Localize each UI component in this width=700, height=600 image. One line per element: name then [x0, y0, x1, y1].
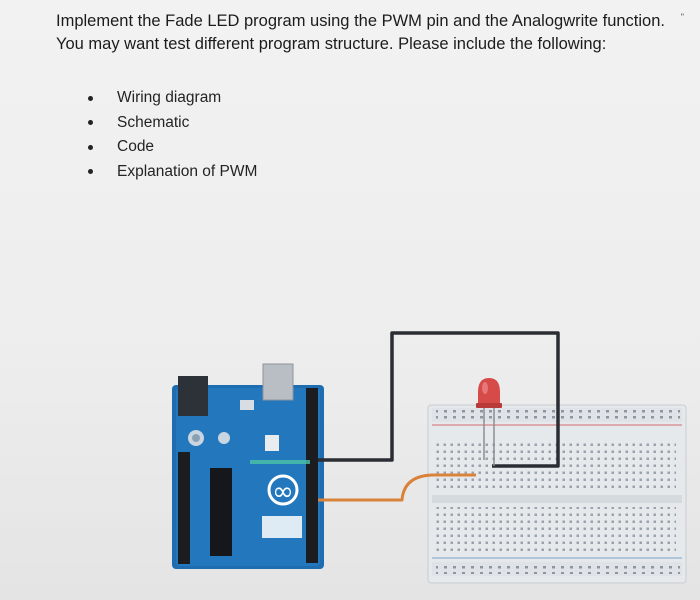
bullet-icon	[88, 169, 93, 175]
breadboard	[427, 404, 687, 584]
arduino-board: ∞	[172, 363, 324, 569]
wires	[318, 331, 560, 502]
instruction-line-2: You may want test different program stru…	[56, 35, 607, 53]
instruction-line-1: Implement the Fade LED program using the…	[56, 12, 665, 30]
page-mark: "	[680, 12, 684, 22]
bullet-icon	[88, 95, 93, 101]
ground-wire	[318, 331, 560, 468]
list-item: Schematic	[88, 111, 257, 136]
bullet-icon	[88, 120, 93, 126]
requirement-label: Explanation of PWM	[117, 162, 258, 180]
requirements-list: Wiring diagram Schematic Code Explanatio…	[88, 86, 257, 184]
requirement-label: Code	[117, 138, 155, 156]
bullet-icon	[88, 144, 93, 150]
board-logo: ∞	[272, 477, 294, 507]
list-item: Wiring diagram	[88, 86, 257, 111]
list-item: Code	[88, 135, 257, 160]
wiring-diagram: ∞	[172, 331, 687, 584]
instructions-text: Implement the Fade LED program using the…	[56, 10, 676, 56]
signal-wire	[318, 473, 476, 502]
led-icon	[476, 378, 502, 466]
requirement-label: Schematic	[117, 113, 190, 131]
requirement-label: Wiring diagram	[117, 89, 222, 107]
list-item: Explanation of PWM	[88, 160, 257, 185]
